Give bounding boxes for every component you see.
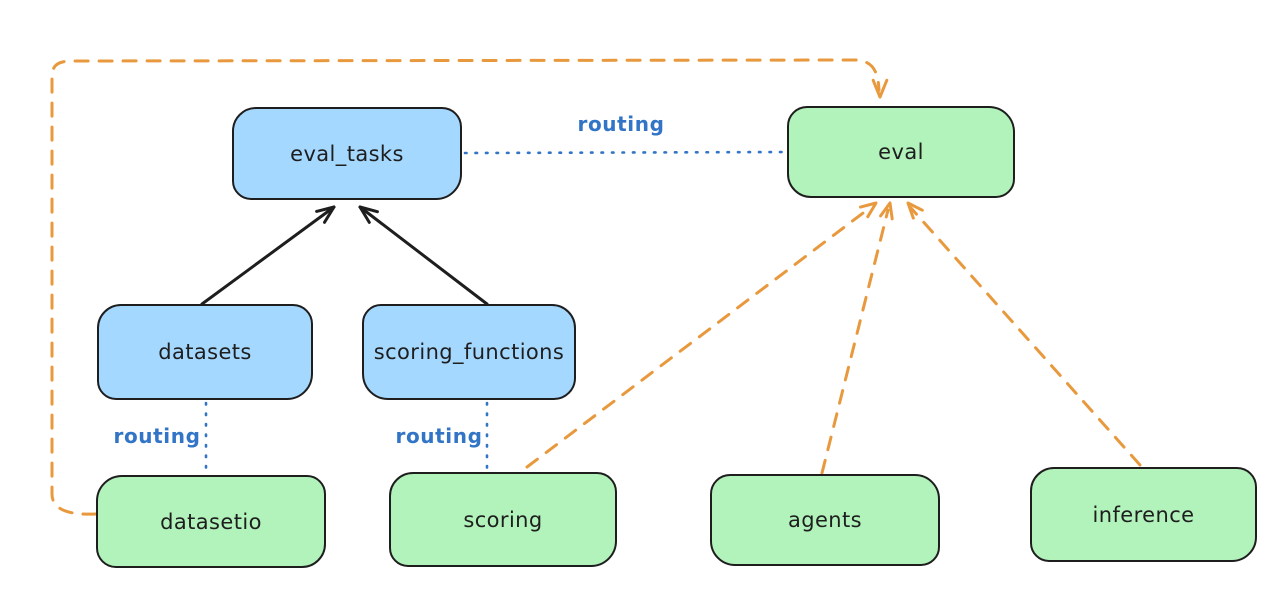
node-label: scoring (463, 507, 543, 532)
edge-label-routing-eval-tasks-eval: routing (577, 112, 665, 136)
node-scoring-functions: scoring_functions (362, 304, 576, 400)
arrowhead-inference-to-eval (906, 201, 924, 220)
node-datasets: datasets (97, 304, 313, 400)
edge-datasets-to-eval-tasks (200, 205, 336, 306)
node-scoring: scoring (389, 472, 617, 567)
arrowhead-scoring-to-eval (859, 201, 878, 219)
node-label: datasets (158, 340, 252, 364)
edge-label-routing-datasets-datasetio: routing (113, 424, 201, 448)
arrowhead-datasets-to-eval-tasks (315, 205, 336, 224)
node-agents: agents (710, 474, 940, 566)
edge-eval-tasks-to-eval-routing (463, 150, 786, 155)
node-label: datasetio (160, 509, 262, 534)
node-label: eval_tasks (290, 141, 404, 166)
node-eval: eval (787, 106, 1015, 198)
edge-label-routing-scoring-functions-scoring: routing (395, 424, 483, 448)
arrowhead-scoring-functions-to-eval-tasks (358, 205, 379, 224)
edge-inference-to-eval (909, 206, 1142, 467)
node-label: inference (1092, 502, 1195, 527)
node-eval-tasks: eval_tasks (232, 107, 462, 200)
edge-scoring-functions-to-eval-tasks (358, 205, 489, 306)
node-datasetio: datasetio (96, 475, 326, 568)
edge-agents-to-eval (820, 208, 890, 475)
edge-scoring-to-eval (525, 205, 873, 469)
arrowhead-agents-to-eval (879, 201, 894, 221)
arrowhead-datasetio-to-eval (871, 78, 889, 99)
node-label: agents (787, 508, 862, 532)
edge-datasetio-to-eval (50, 58, 881, 516)
node-label: scoring_functions (373, 340, 565, 364)
node-label: eval (878, 140, 924, 164)
node-inference: inference (1030, 467, 1257, 562)
